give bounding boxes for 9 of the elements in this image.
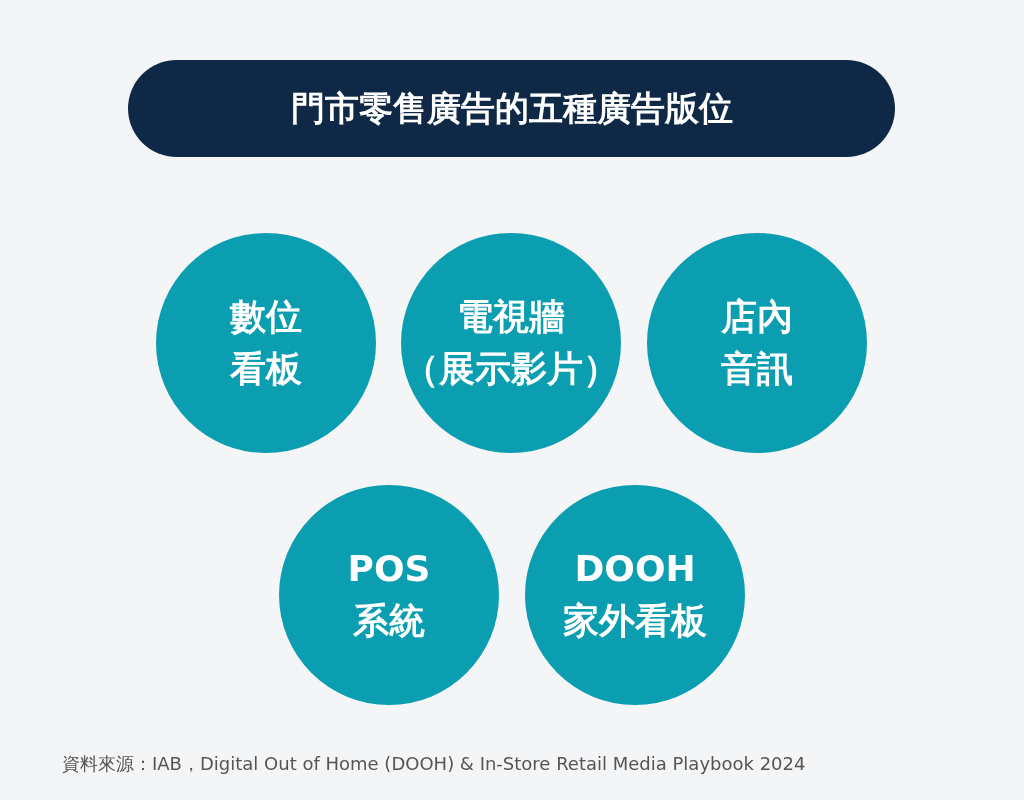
circle-label: 店內音訊: [720, 294, 794, 391]
circle-label: 數位看板: [229, 294, 303, 391]
title-banner: 門市零售廣告的五種廣告版位: [128, 60, 895, 157]
circle-label: 電視牆（展示影片）: [402, 294, 620, 391]
source-note: 資料來源：IAB，Digital Out of Home (DOOH) & In-Store Retail Media Playbook 2024: [62, 752, 806, 776]
circle-label: 系統: [353, 599, 425, 643]
circle-label: POS: [347, 546, 431, 591]
circle-label: DOOH: [574, 546, 696, 591]
circle-label: 家外看板: [563, 599, 707, 643]
